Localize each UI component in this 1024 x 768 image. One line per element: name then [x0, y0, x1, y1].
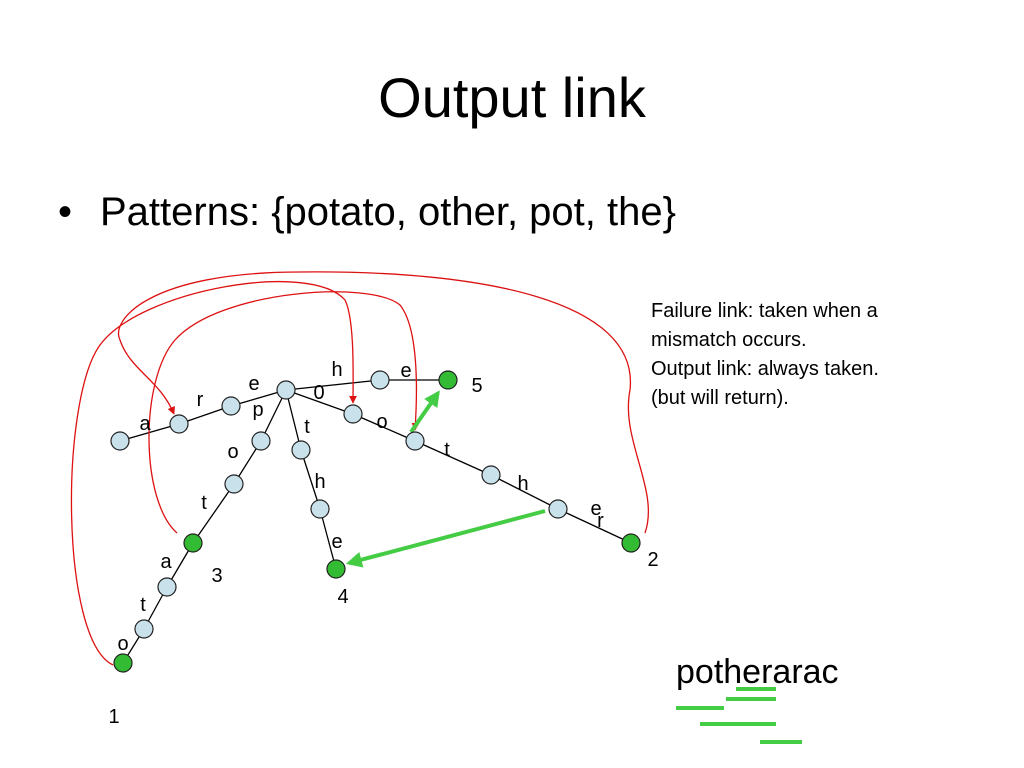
output-links: [345, 390, 546, 568]
trie-node: [548, 499, 568, 519]
trie-edge: [285, 389, 302, 451]
trie-edge: [192, 483, 235, 544]
edge-char-label: t: [201, 492, 207, 514]
failure-link: [70, 281, 357, 666]
trie-node: [224, 474, 244, 494]
edge-char-label: o: [376, 411, 387, 433]
trie-node: [251, 431, 271, 451]
failure-link: [148, 291, 420, 534]
edge-char-label: e: [248, 373, 259, 395]
edge-char-label: p: [252, 399, 263, 421]
slide-title: Output link: [378, 66, 646, 129]
note-line: (but will return).: [651, 387, 789, 409]
node-number-label: 3: [211, 565, 222, 587]
trie-node: [157, 577, 177, 597]
match-node: [438, 370, 458, 390]
trie-node: [370, 370, 390, 390]
bullet-item: • Patterns: {potato, other, pot, the}: [58, 186, 676, 238]
node-number-label: 0: [313, 382, 324, 404]
trie-node: [221, 396, 241, 416]
trie-edge: [490, 474, 559, 510]
trie-nodes: [110, 370, 641, 673]
link-notes: Failure link: taken when a mismatch occu…: [651, 297, 981, 413]
failure-links: [70, 271, 650, 666]
trie-edge: [285, 389, 354, 415]
edge-char-label: e: [590, 498, 601, 520]
edge-char-label: h: [331, 359, 342, 381]
note-line: Failure link: taken when a: [651, 300, 878, 322]
edge-char-label: r: [597, 510, 604, 532]
trie-node: [310, 499, 330, 519]
trie-node: [405, 431, 425, 451]
trie-node: [110, 431, 130, 451]
edge-char-label: a: [139, 413, 151, 435]
edge-char-label: a: [160, 551, 172, 573]
edge-char-label: t: [304, 416, 310, 438]
edge-char-label: e: [331, 531, 342, 553]
edge-char-label: o: [227, 441, 238, 463]
match-node: [183, 533, 203, 553]
trie-node: [169, 414, 189, 434]
edge-char-label: r: [197, 389, 204, 411]
trie-edge: [557, 508, 632, 544]
node-number-label: 5: [471, 375, 482, 397]
bullet-symbol: •: [58, 190, 73, 234]
edge-char-label: t: [140, 594, 146, 616]
match-node: [621, 533, 641, 553]
bullet-text: Patterns: {potato, other, pot, the}: [100, 190, 676, 234]
node-number-label: 1: [108, 706, 119, 728]
node-number-label: 4: [337, 586, 348, 608]
trie-node: [291, 440, 311, 460]
trie-edge: [352, 413, 416, 442]
note-line: Output link: always taken.: [651, 358, 879, 380]
edge-char-label: h: [517, 473, 528, 495]
node-number-label: 2: [647, 549, 658, 571]
edge-char-label: e: [400, 360, 411, 382]
failure-link: [118, 271, 650, 534]
trie-edge: [319, 508, 337, 570]
output-link: [409, 390, 440, 434]
trie-edge: [285, 379, 381, 391]
trie-edge: [414, 440, 492, 476]
trie-node: [276, 380, 296, 400]
edge-char-label: t: [444, 439, 450, 461]
note-line: mismatch occurs.: [651, 329, 807, 351]
trie-edge: [300, 449, 321, 510]
edge-char-label: o: [117, 633, 128, 655]
trie-node: [134, 619, 154, 639]
trie-node: [481, 465, 501, 485]
match-node: [326, 559, 346, 579]
edge-char-label: h: [314, 471, 325, 493]
scan-text: potherarac: [676, 653, 839, 691]
output-link: [345, 509, 546, 568]
match-node: [113, 653, 133, 673]
trie-node: [343, 404, 363, 424]
